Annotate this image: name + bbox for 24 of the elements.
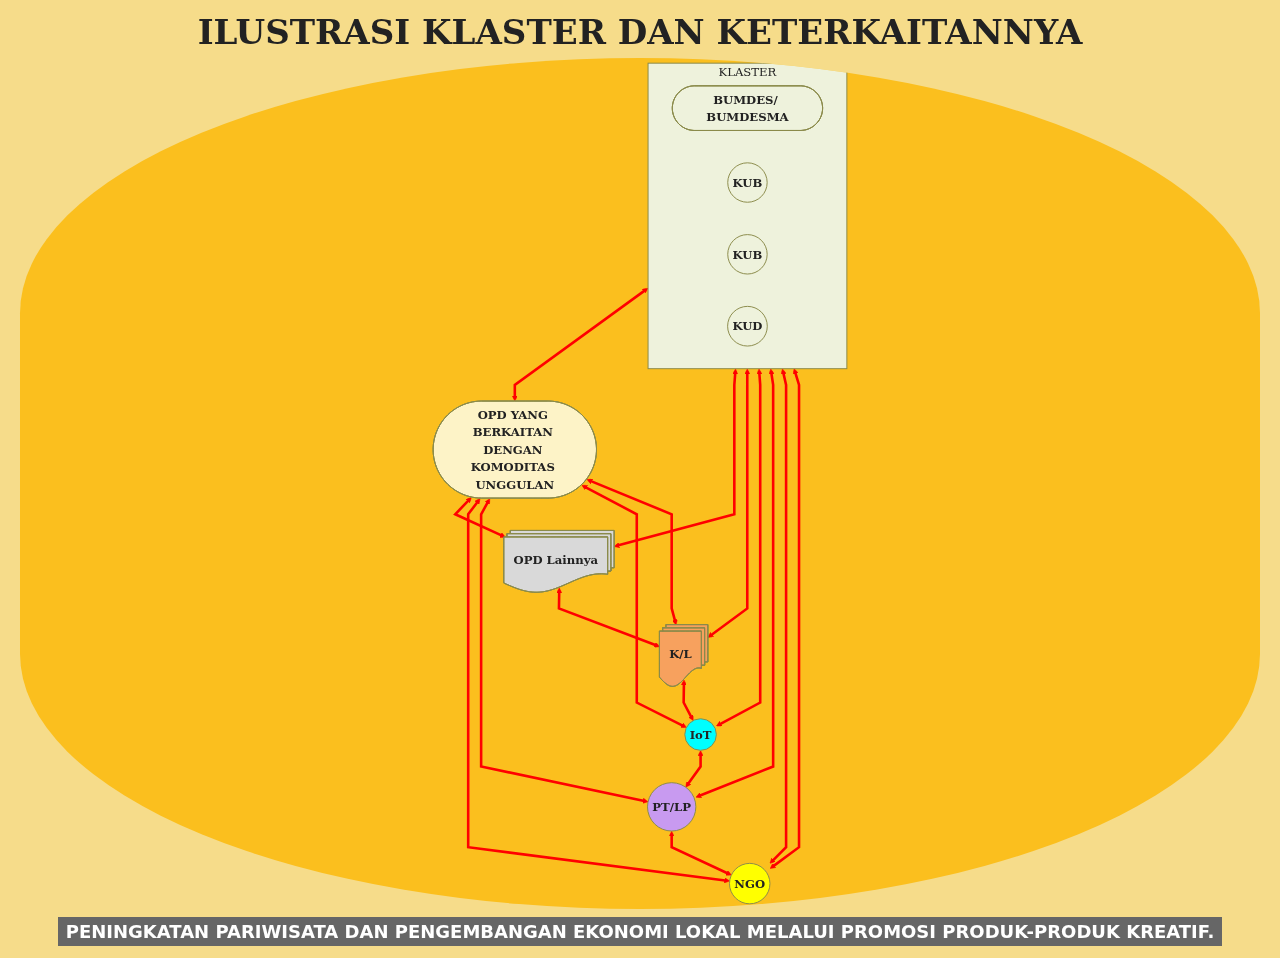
arrow <box>681 679 694 721</box>
node-circle: KUB <box>727 162 768 203</box>
arrow <box>613 368 738 548</box>
arrow <box>769 368 788 864</box>
arrow <box>511 288 649 402</box>
arrow <box>586 478 678 626</box>
node-circle: KUD <box>727 305 768 347</box>
diagram-title: ILUSTRASI KLASTER DAN KETERKAITANNYA <box>197 11 1083 54</box>
arrow <box>769 368 801 869</box>
arrow <box>581 485 687 728</box>
node-circle: KUB <box>727 234 768 275</box>
node-circle: PT/LP <box>647 782 697 832</box>
node-circle: IoT <box>684 718 717 751</box>
arrow <box>716 368 763 727</box>
arrow <box>466 498 730 884</box>
arrow <box>668 831 732 876</box>
arrow <box>479 498 649 804</box>
arrow <box>685 750 704 788</box>
arrow <box>707 368 751 638</box>
node-circle: NGO <box>729 862 771 905</box>
arrow <box>453 497 506 538</box>
arrow <box>556 587 660 648</box>
caption: PENINGKATAN PARIWISATA DAN PENGEMBANGAN EKONOMI LOKAL MELALUI PROMOSI PRODUK-PRODUK KREATIF. <box>57 917 1223 946</box>
arrow <box>695 368 775 798</box>
